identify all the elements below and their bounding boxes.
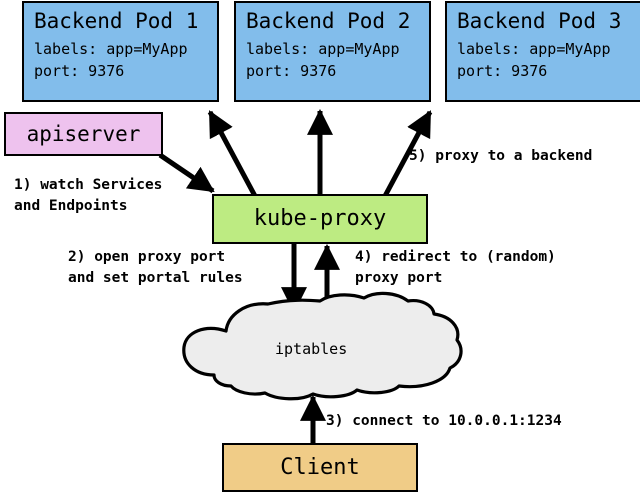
backend-pod-3-title: Backend Pod 3	[457, 9, 622, 33]
iptables-cloud-shape	[182, 291, 463, 401]
edge-label-connect-to-vip-line1: 3) connect to 10.0.0.1:1234	[326, 413, 562, 429]
arrow-kubeproxy-to-pod3	[382, 110, 433, 198]
backend-pod-2-box[interactable]: Backend Pod 2 labels: app=MyApp port: 93…	[234, 1, 431, 102]
edge-label-open-proxy-port-line1: 2) open proxy port	[68, 249, 226, 265]
client-box[interactable]: Client	[222, 443, 418, 492]
edge-label-proxy-to-backend-line1: 5) proxy to a backend	[409, 148, 593, 164]
iptables-label: iptables	[275, 340, 348, 358]
arrow-apiserver-to-kubeproxy	[158, 152, 215, 194]
backend-pod-1-port: port: 9376	[34, 62, 125, 80]
kube-proxy-title: kube-proxy	[253, 206, 387, 231]
edge-label-redirect-to-proxy-port: 4) redirect to (random) proxy port	[355, 247, 556, 289]
backend-pod-1-box[interactable]: Backend Pod 1 labels: app=MyApp port: 93…	[22, 1, 219, 102]
apiserver-title: apiserver	[26, 122, 141, 146]
client-title: Client	[280, 454, 360, 480]
backend-pod-2-title: Backend Pod 2	[246, 9, 411, 33]
backend-pod-3-port: port: 9376	[457, 62, 548, 80]
edge-label-watch-services-line2: and Endpoints	[14, 198, 128, 214]
backend-pod-3-labels: labels: app=MyApp	[457, 40, 611, 58]
edge-label-open-proxy-port: 2) open proxy port and set portal rules	[68, 247, 243, 289]
edge-label-open-proxy-port-line2: and set portal rules	[68, 270, 243, 286]
backend-pod-1-title: Backend Pod 1	[34, 9, 199, 33]
edge-label-watch-services: 1) watch Services and Endpoints	[14, 175, 162, 217]
apiserver-box[interactable]: apiserver	[4, 112, 163, 156]
kube-proxy-box[interactable]: kube-proxy	[212, 194, 428, 244]
edge-label-redirect-to-proxy-port-line1: 4) redirect to (random)	[355, 249, 556, 265]
backend-pod-2-labels: labels: app=MyApp	[246, 40, 400, 58]
edge-label-proxy-to-backend: 5) proxy to a backend	[409, 146, 592, 167]
edge-label-watch-services-line1: 1) watch Services	[14, 177, 163, 193]
backend-pod-2-port: port: 9376	[246, 62, 337, 80]
edge-label-connect-to-vip: 3) connect to 10.0.0.1:1234	[326, 411, 562, 432]
backend-pod-3-box[interactable]: Backend Pod 3 labels: app=MyApp port: 93…	[445, 1, 640, 102]
arrow-kubeproxy-to-pod1	[207, 110, 258, 198]
backend-pod-1-labels: labels: app=MyApp	[34, 40, 188, 58]
edge-label-redirect-to-proxy-port-line2: proxy port	[355, 270, 443, 286]
